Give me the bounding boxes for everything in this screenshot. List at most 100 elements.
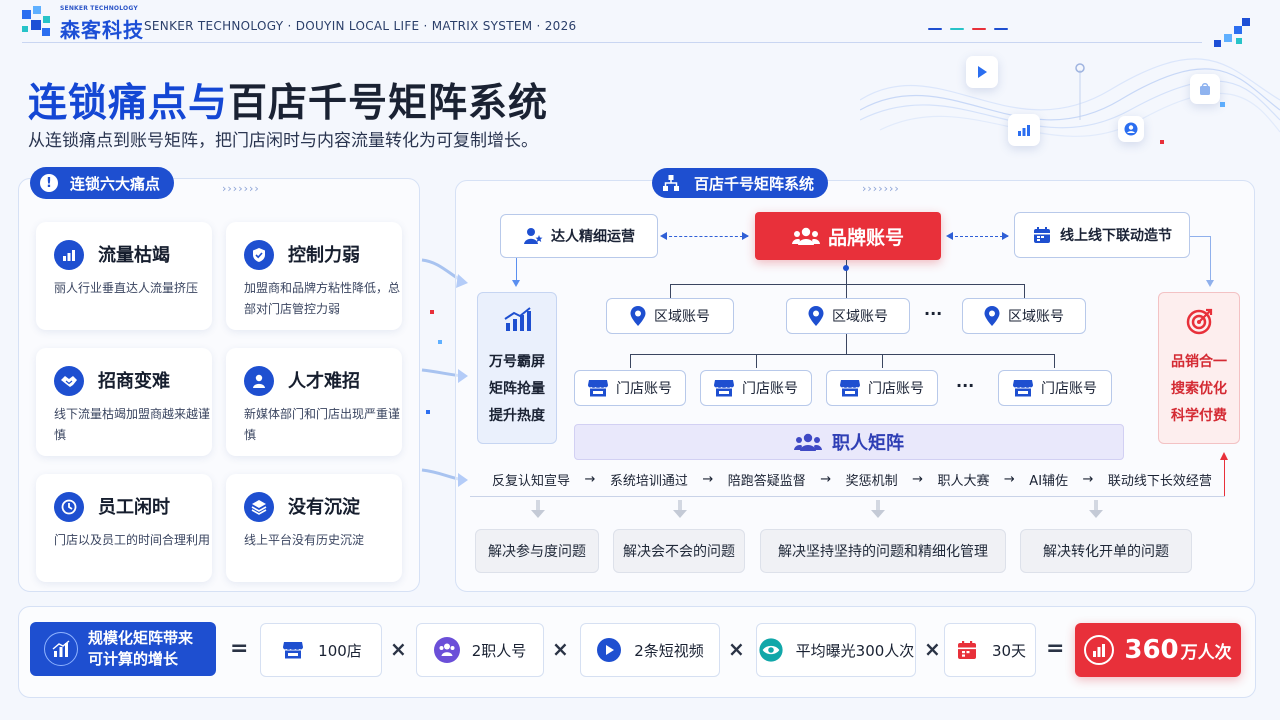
pain-card-2: 控制力弱加盟商和品牌方粘性降低，总部对门店管控力弱 [226,222,402,330]
pain-card-title: 招商变难 [98,371,170,392]
pain-card-1: 流量枯竭丽人行业垂直达人流量挤压 [36,222,212,330]
times-sign: × [924,637,941,661]
store-icon [840,379,860,397]
tree-region-3 [1024,284,1025,298]
store-account-box-2: 门店账号 [700,370,812,406]
right-side-box: 品销合一搜索优化科学付费 [1158,292,1240,444]
org-chart-icon [662,174,680,192]
pain-card-6: 没有沉淀线上平台没有历史沉淀 [226,474,402,582]
event-box: 线上线下联动造节 [1014,212,1190,258]
arrowhead-down-left [512,280,520,287]
pain-card-desc: 门店以及员工的时间合理利用 [54,533,211,547]
tree-region-down [846,334,847,354]
flow-step-1: 反复认知宣导 [492,474,571,489]
down-arrow-1 [531,510,545,518]
flow-arrow: → [820,472,832,487]
arrowhead-left-2 [946,232,953,240]
connector-influencer-down [516,258,517,282]
result-number: 360 [1124,635,1179,665]
flow-arrow: → [1003,472,1015,487]
pain-card-title: 控制力弱 [288,245,360,266]
store-label: 门店账号 [1041,381,1097,397]
clock-icon [54,492,84,522]
bag-tile-icon [1190,74,1220,104]
pain-card-desc: 丽人行业垂直达人流量挤压 [54,281,199,295]
left-side-line: 万号霸屏 [489,354,545,370]
store-account-box-1: 门店账号 [574,370,686,406]
down-arrow-2 [673,510,687,518]
tree-store-1 [630,354,631,368]
tree-store-4 [1054,354,1055,368]
pain-card-title: 没有沉淀 [288,497,360,518]
down-arrow-3 [871,510,885,518]
pain-card-5: 员工闲时门店以及员工的时间合理利用 [36,474,212,582]
brand-name: 森客科技 [60,18,144,42]
pin-icon [808,306,824,326]
person-star-icon [523,226,543,246]
process-flow: 反复认知宣导→系统培训通过→陪跑答疑监督→奖惩机制→职人大赛→AI辅佐→联动线下… [492,470,1212,489]
brand-account-box: 品牌账号 [755,212,941,260]
header-decoration [860,40,1280,180]
flow-step-2: 系统培训通过 [609,474,688,489]
formula-item-2: 2职人号 [416,623,544,677]
times-sign: × [390,637,407,661]
bar-chart-icon [54,240,84,270]
return-line [1224,460,1225,496]
layers-icon [244,492,274,522]
staff-group-icon [794,432,822,452]
arrowhead-down-right [1206,280,1214,287]
calendar-icon [1032,225,1052,245]
logo-icon [22,6,52,38]
pain-card-3: 招商变难线下流量枯竭加盟商越来越谨慎 [36,348,212,456]
arrowhead-right [742,232,749,240]
formula-item-5: 30天 [944,623,1036,677]
connector-dashed-right [950,236,1008,237]
flow-step-6: AI辅佐 [1029,474,1069,489]
store-label: 门店账号 [742,381,798,397]
formula-item-text: 30天 [991,641,1027,660]
pain-card-desc: 线下流量枯竭加盟商越来越谨慎 [54,407,211,442]
left-side-line: 提升热度 [489,408,545,424]
connector-event-h [1190,236,1210,237]
header-divider [22,42,1202,43]
formula-item-3: 2条短视频 [580,623,720,677]
chevrons-decoration-right: ››››››› [862,182,900,195]
arrowhead-right-2 [1002,232,1009,240]
page-title: 连锁痛点与百店千号矩阵系统 [28,81,549,126]
page-subtitle: 从连锁痛点到账号矩阵，把门店闲时与内容流量转化为可复制增长。 [28,131,538,151]
chart-tile-icon [1008,114,1040,146]
region-account-box-1: 区域账号 [606,298,734,334]
region-account-box-3: 区域账号 [962,298,1086,334]
flow-step-4: 奖惩机制 [845,474,898,489]
store-icon [714,379,734,397]
times-sign: × [728,637,745,661]
formula-item-text: 2条短视频 [634,641,704,660]
pain-card-4: 人才难招新媒体部门和门店出现严重谨慎 [226,348,402,456]
pain-card-desc: 线上平台没有历史沉淀 [244,533,365,547]
tree-store-2 [756,354,757,368]
tree-region-2 [846,284,847,298]
down-arrow-4 [1089,510,1103,518]
flow-arrow: → [702,472,714,487]
right-side-line: 搜索优化 [1171,381,1227,397]
right-side-line: 品销合一 [1171,354,1227,370]
formula-panel [18,606,1256,698]
result-box: 360 万人次 [1075,623,1241,677]
left-side-line: 矩阵抢量 [489,381,545,397]
tree-brand-stem [846,260,847,284]
tree-store-bar [630,354,1054,355]
pain-card-title: 流量枯竭 [98,245,170,266]
flow-step-7: 联动线下长效经营 [1107,474,1212,489]
store-label: 门店账号 [616,381,672,397]
return-arrowhead [1220,452,1228,460]
group-icon [791,226,820,246]
region-account-box-2: 区域账号 [786,298,910,334]
formula-item-text: 100店 [318,641,362,660]
tree-region-bar [670,284,1024,285]
growth-chart-icon [504,307,532,337]
formula-item-text: 平均曝光300人次 [795,641,915,660]
influencer-ops-box: 达人精细运营 [500,214,658,258]
region-label: 区域账号 [654,309,710,325]
equals-sign: = [230,636,249,661]
target-icon [1186,307,1214,339]
